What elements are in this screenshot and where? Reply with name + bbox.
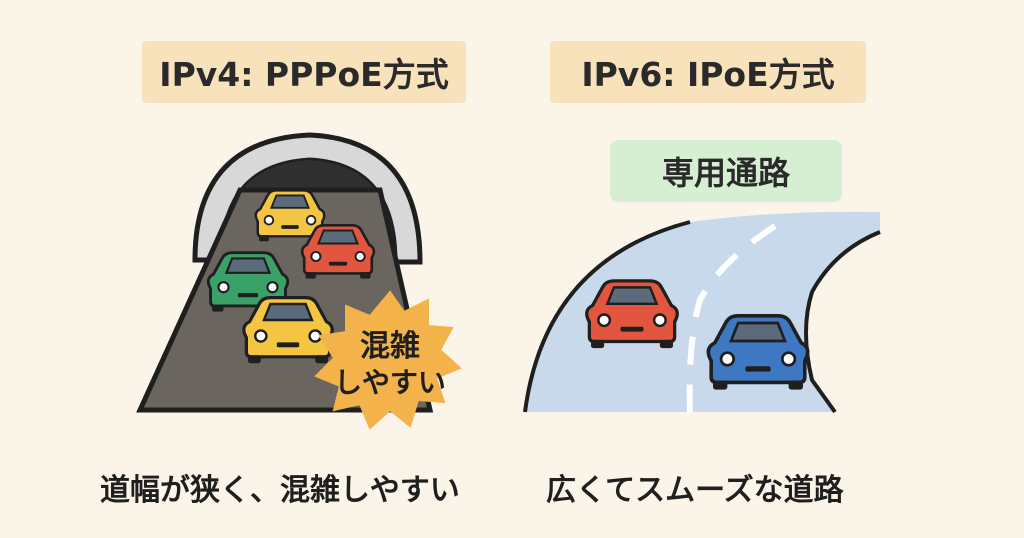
highway-right-edge — [804, 230, 881, 414]
highway-left-edge — [523, 220, 691, 413]
car-red-tunnel — [300, 224, 376, 280]
ipv4-caption: 道幅が狭く、混雑しやすい — [100, 473, 460, 508]
ipv6-title: IPv6: IPoE方式 — [550, 41, 866, 103]
ipv4-title: IPv4: PPPoE方式 — [142, 41, 466, 103]
car-yellow-front — [242, 296, 334, 365]
highway-road — [525, 211, 880, 412]
burst-line-2: しやすい — [334, 366, 446, 399]
car-blue-highway — [706, 313, 810, 392]
lane-divider — [686, 223, 777, 413]
highway-scene — [523, 211, 881, 414]
burst-line-1: 混雑 — [360, 329, 420, 364]
ipv6-caption: 広くてスムーズな道路 — [546, 473, 844, 508]
car-red-highway — [585, 279, 679, 350]
dedicated-lane-label: 専用通路 — [610, 140, 842, 202]
congestion-burst: 混雑 しやすい — [314, 290, 462, 430]
